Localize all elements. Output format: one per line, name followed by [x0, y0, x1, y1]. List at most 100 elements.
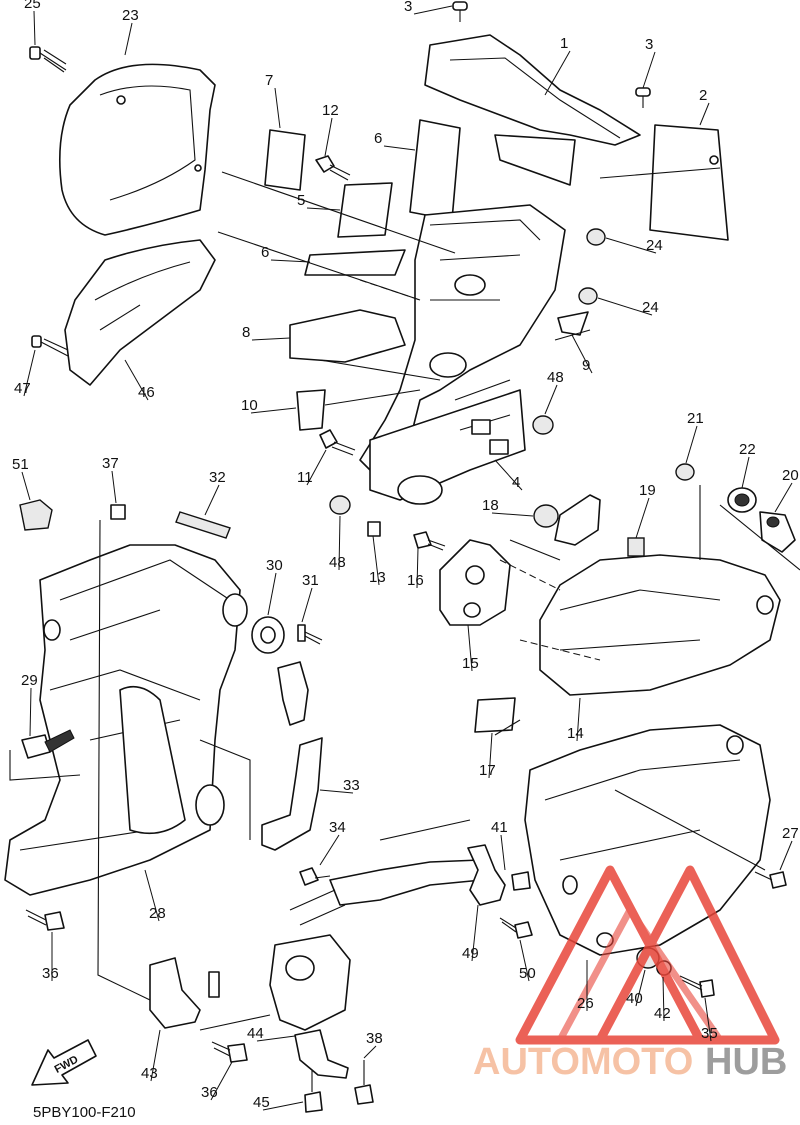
part-24-grommet-lower	[578, 287, 598, 305]
callout-c34: 34	[319, 819, 346, 866]
part-33-bracket	[261, 737, 323, 851]
callout-leader-c49	[471, 904, 479, 962]
part-11-bolt	[319, 429, 356, 456]
callout-leader-c3b	[642, 51, 656, 89]
callout-leader-c1	[544, 50, 571, 96]
callout-leader-c24b	[597, 297, 653, 316]
callout-leader-c46	[124, 359, 149, 401]
callout-leader-c50	[519, 939, 530, 982]
callout-c9: 9	[571, 334, 593, 374]
callout-leader-c25	[33, 10, 36, 46]
part-17-pad	[474, 697, 516, 733]
callout-leader-c13	[372, 535, 380, 586]
callout-leader-c45	[262, 1101, 304, 1111]
callout-label-c48a: 48	[547, 369, 564, 386]
callout-c6a: 6	[374, 130, 416, 151]
callout-c35: 35	[701, 997, 718, 1042]
callout-leader-c34	[319, 834, 340, 866]
callout-leader-c27	[779, 840, 793, 871]
callout-label-c11: 11	[297, 469, 313, 486]
callout-label-c34: 34	[329, 819, 346, 836]
callout-label-c50: 50	[519, 965, 536, 982]
callout-label-c42: 42	[654, 1005, 671, 1022]
part-39-clip	[277, 661, 309, 726]
callout-c10: 10	[241, 397, 297, 414]
callout-label-c3b: 3	[645, 36, 653, 53]
part-44-valve-unit	[269, 934, 351, 1079]
callout-c25: 25	[24, 0, 41, 46]
callout-label-c1: 1	[560, 35, 568, 52]
callout-leader-c48a	[544, 384, 558, 415]
callout-leader-c31	[301, 587, 313, 623]
callout-leader-c18	[491, 512, 534, 517]
callout-label-c17: 17	[479, 762, 496, 779]
callout-c3a: 3	[404, 0, 453, 15]
callout-label-c27: 27	[782, 825, 799, 842]
callout-leader-c3a	[413, 5, 453, 15]
callout-leader-c23	[124, 22, 133, 56]
callout-label-c8: 8	[242, 324, 250, 341]
part-5-pad	[337, 182, 393, 238]
callout-leader-c12	[324, 117, 333, 157]
callout-c32: 32	[204, 469, 226, 516]
callout-label-c25: 25	[24, 0, 41, 12]
automotohub-watermark: AUTOMOTO HUB	[473, 865, 787, 1083]
part-10-plate	[296, 389, 326, 431]
callout-label-c23: 23	[122, 7, 139, 24]
callout-label-c47: 47	[14, 380, 31, 397]
part-3-clip-right	[635, 87, 651, 108]
callout-c1: 1	[544, 35, 571, 96]
callout-c30: 30	[266, 557, 283, 616]
callout-leader-c11	[306, 449, 327, 486]
diagram-code: 5PBY100-F210	[33, 1104, 136, 1121]
callout-label-c44: 44	[247, 1025, 264, 1042]
callout-label-c45: 45	[253, 1094, 270, 1111]
callout-label-c51: 51	[12, 456, 29, 473]
callout-leader-c20	[774, 482, 793, 513]
callout-leader-c16	[416, 547, 419, 589]
callout-c31: 31	[301, 572, 319, 623]
callout-label-c36b: 36	[201, 1084, 218, 1101]
callout-label-c28: 28	[149, 905, 166, 922]
callout-c46: 46	[124, 359, 155, 401]
callout-c40: 40	[626, 969, 646, 1007]
part-24-grommet-upper	[586, 228, 606, 246]
callout-c5: 5	[297, 192, 341, 211]
callout-leader-c5	[306, 207, 341, 211]
callout-c28: 28	[144, 869, 166, 922]
part-21-washer	[675, 463, 695, 481]
part-51-block	[19, 499, 53, 531]
callout-leader-c30	[267, 572, 277, 616]
callout-leader-c28	[144, 869, 160, 922]
callout-c14: 14	[567, 697, 584, 742]
callout-label-c9: 9	[582, 357, 590, 374]
callout-label-c40: 40	[626, 990, 643, 1007]
callout-leader-c48b	[338, 515, 341, 571]
callout-c23: 23	[122, 7, 139, 56]
callout-c36a: 36	[42, 932, 59, 982]
part-29-connector	[21, 729, 75, 759]
part-32-bar	[175, 511, 231, 539]
part-18-grommet	[533, 504, 559, 528]
callout-leader-c44	[256, 1035, 296, 1042]
callout-leader-c7	[274, 87, 281, 129]
part-48-grommet-left	[329, 495, 351, 515]
callout-c47: 47	[14, 349, 36, 397]
callout-label-c30: 30	[266, 557, 283, 574]
callout-label-c16: 16	[407, 572, 424, 589]
callout-label-c29: 29	[21, 672, 38, 689]
part-43-bracket	[149, 957, 201, 1029]
fwd-arrow: FWD	[31, 1039, 97, 1086]
part-45-bolt	[304, 1070, 323, 1113]
part-25-screw	[29, 46, 67, 73]
part-34-screw	[299, 867, 331, 886]
watermark-brand-part2: HUB	[705, 1041, 787, 1083]
callout-c48a: 48	[544, 369, 564, 415]
callout-leader-c41	[500, 834, 506, 871]
callout-leader-c8	[251, 337, 291, 341]
callout-leader-c6a	[383, 145, 416, 151]
callout-label-c14: 14	[567, 725, 584, 742]
callout-leader-c42	[662, 976, 665, 1022]
callout-c2: 2	[699, 87, 710, 126]
callout-leader-c43	[150, 1029, 161, 1082]
